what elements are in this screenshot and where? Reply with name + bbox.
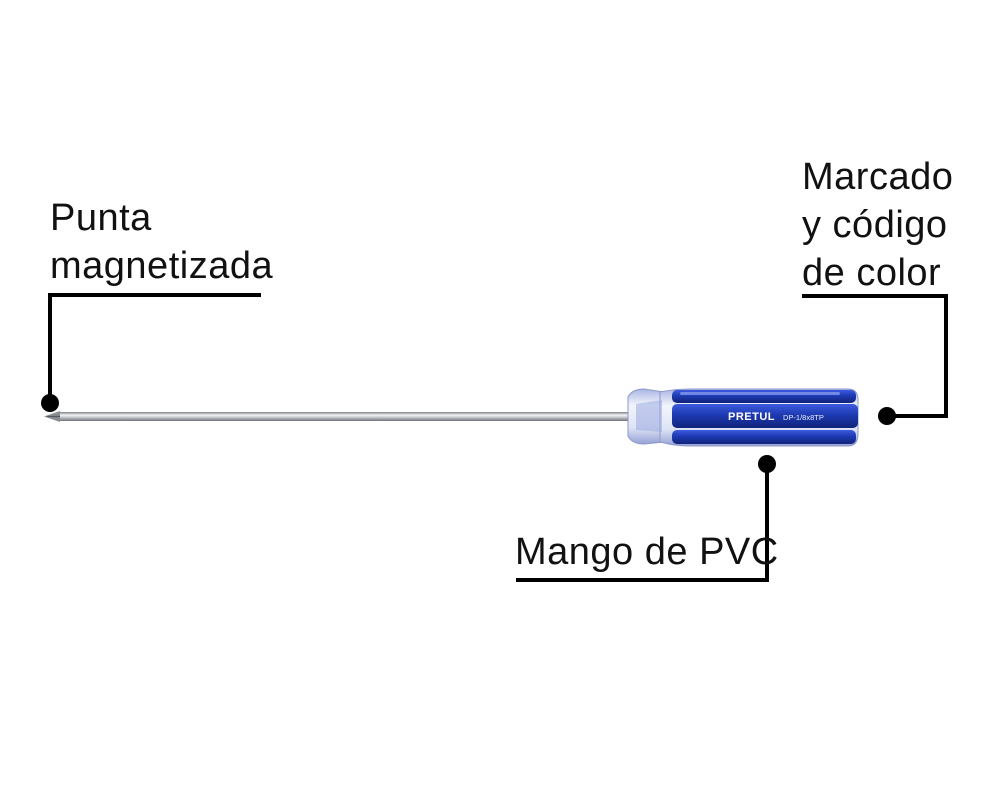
label-tip-line-2: magnetizada <box>50 245 274 287</box>
leader-handle <box>516 455 776 582</box>
leader-marking-dot-icon <box>878 407 896 425</box>
label-marking-line-3: de color <box>802 252 942 294</box>
screwdriver-handle-rib <box>672 430 856 444</box>
label-marking-line-1: Marcado <box>802 156 954 198</box>
label-tip-line-1: Punta <box>50 197 152 239</box>
screwdriver-shaft <box>58 412 638 421</box>
handle-model-code: DP-1/8x8TP <box>783 413 824 422</box>
label-magnetized-tip: Punta magnetizada <box>50 194 273 290</box>
screwdriver: PRETUL DP-1/8x8TP <box>44 388 859 447</box>
label-handle-line-1: Mango de PVC <box>515 531 779 573</box>
screwdriver-handle-highlight <box>680 392 840 395</box>
label-marking-color-code: Marcado y código de color <box>802 153 953 297</box>
label-marking-line-2: y código <box>802 204 948 246</box>
leader-tip-dot-icon <box>41 394 59 412</box>
leader-marking <box>802 294 948 425</box>
screwdriver-handle-front-tint <box>636 400 662 432</box>
handle-brand-text: PRETUL <box>728 411 775 423</box>
screwdriver-handle-rib <box>672 390 856 403</box>
leader-handle-dot-icon <box>758 455 776 473</box>
screwdriver-handle-rib <box>672 404 858 428</box>
label-pvc-handle: Mango de PVC <box>515 528 779 576</box>
leader-tip <box>41 293 261 412</box>
